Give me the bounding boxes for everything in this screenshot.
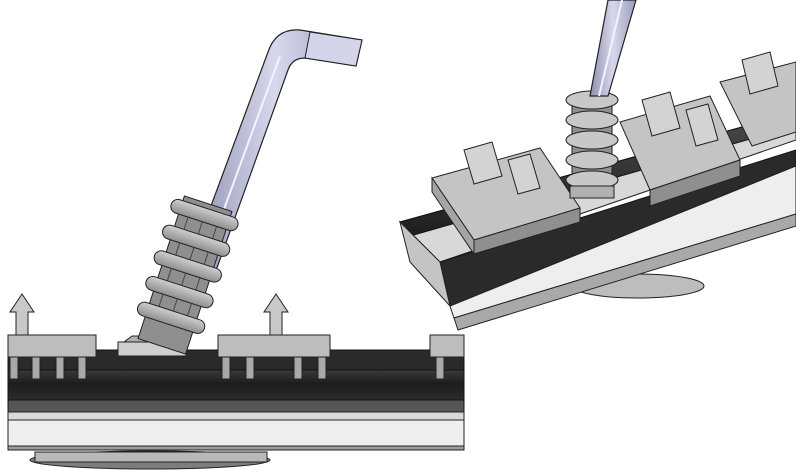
clip-housing-iso-right (719, 51, 796, 147)
clip-housing-right (429, 334, 465, 380)
clip-housing-iso-middle (619, 91, 741, 207)
isometric-view-illustration (380, 0, 796, 340)
hex-key (187, 29, 363, 277)
clip-housing-iso-left (431, 141, 581, 256)
side-view-drawing (7, 29, 465, 470)
hex-key-iso (589, 0, 637, 97)
rail-profile (7, 349, 465, 451)
base-foot (29, 450, 271, 470)
clip-housing-middle (217, 293, 331, 380)
clip-housing-left (7, 293, 97, 380)
threaded-spindle-iso (565, 90, 619, 199)
side-view-illustration (7, 29, 465, 470)
threaded-spindle (136, 195, 239, 355)
isometric-view-drawing (399, 0, 796, 331)
